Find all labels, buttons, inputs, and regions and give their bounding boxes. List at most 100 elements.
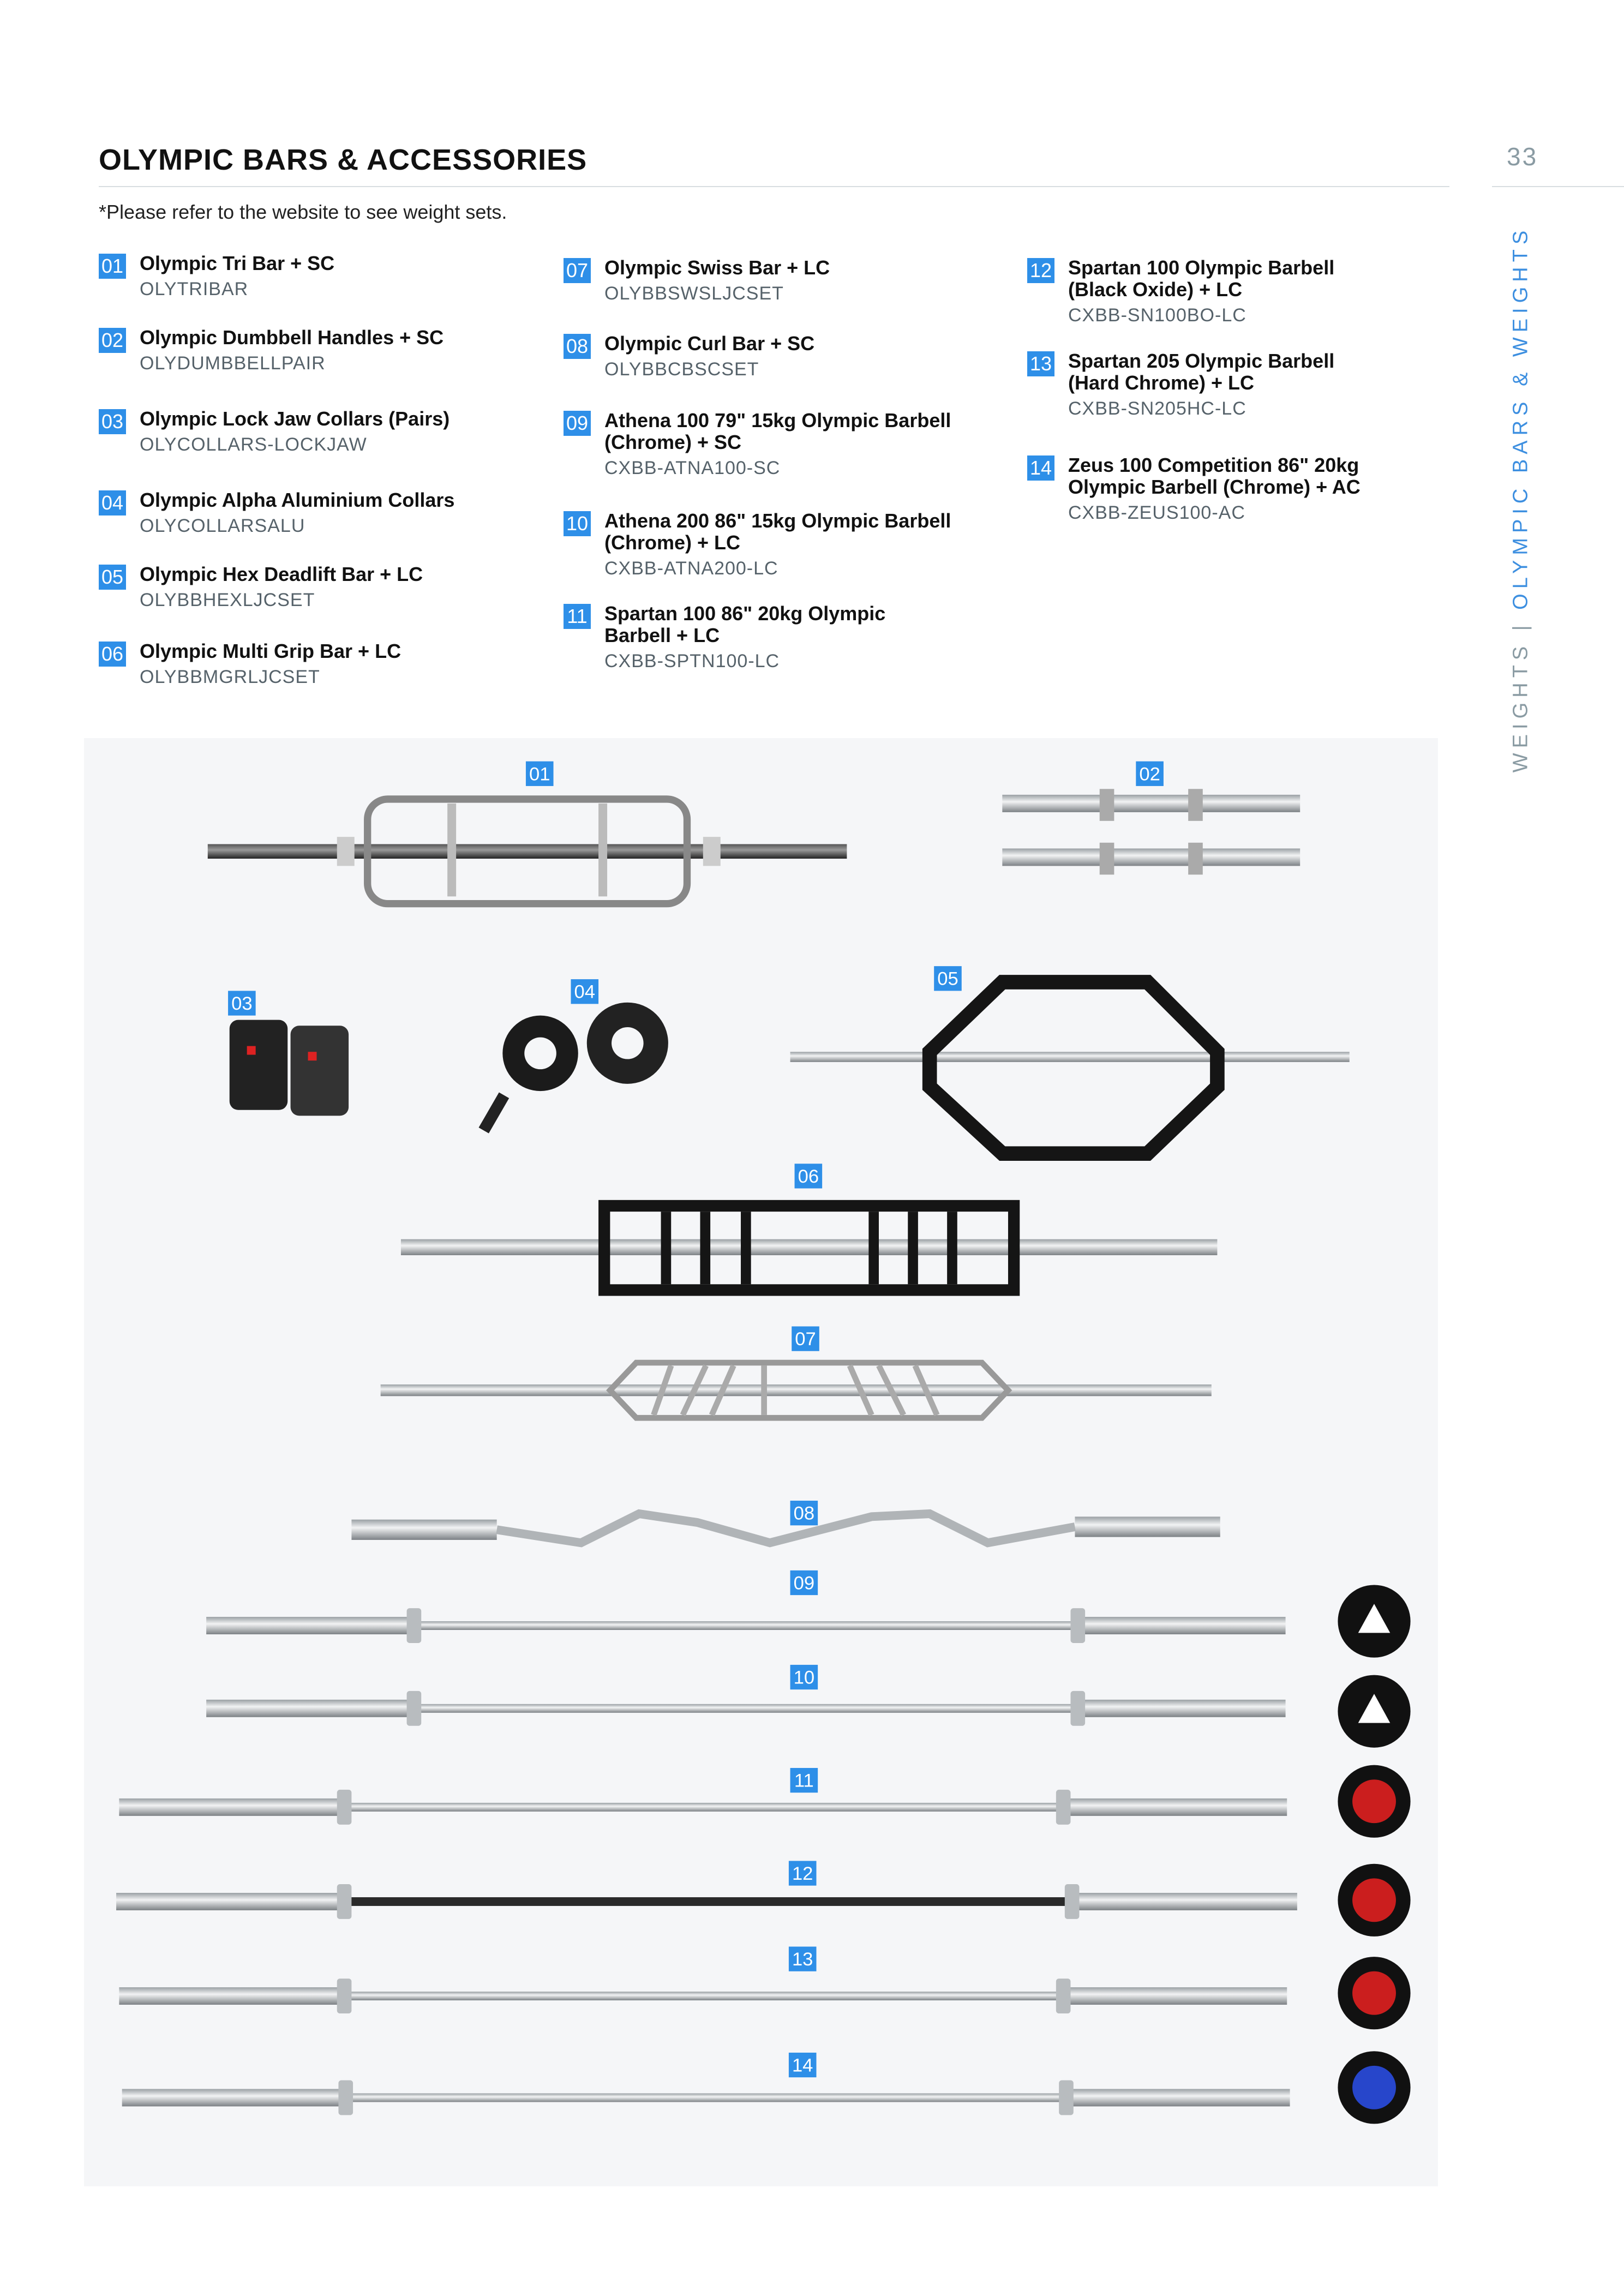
curl-bar-image	[351, 1509, 1220, 1548]
image-badge-label: 08	[794, 1503, 814, 1524]
product-code: CXBB-SN100BO-LC	[1068, 305, 1247, 326]
product-code: CXBB-SPTN100-LC	[604, 651, 780, 672]
image-badge-label: 02	[1139, 764, 1160, 784]
barbell-image-13	[119, 1979, 1287, 2013]
image-badge-10: 10	[790, 1664, 818, 1690]
barbell-image-11	[119, 1789, 1287, 1825]
image-badge-label: 03	[231, 993, 252, 1014]
image-badge-14: 14	[788, 2052, 817, 2078]
weight-sets-note: *Please refer to the website to see weig…	[99, 201, 507, 223]
item-text: Athena 100 79" 15kg Olympic Barbell (Chr…	[604, 410, 986, 479]
product-name: Olympic Curl Bar + SC	[604, 332, 815, 355]
image-badge-01: 01	[525, 761, 554, 786]
spartan-logo-icon	[1338, 1957, 1411, 2030]
product-name: Zeus 100 Competition 86" 20kg Olympic Ba…	[1068, 454, 1361, 498]
spartan-logo-icon	[1338, 1863, 1411, 1937]
item-number-badge: 04	[99, 490, 126, 515]
product-image-panel	[84, 738, 1438, 2186]
item-text: Spartan 100 86" 20kg Olympic Barbell + L…	[604, 603, 943, 672]
alpha-collars-image	[478, 1002, 668, 1134]
image-badge-label: 05	[937, 969, 958, 990]
barbell-image-12	[116, 1884, 1297, 1919]
image-badge-06: 06	[794, 1164, 823, 1189]
product-item-07: 07 Olympic Swiss Bar + LC OLYBBSWSLJCSET	[564, 257, 830, 304]
product-code: OLYCOLLARSALU	[140, 515, 305, 536]
page-title: OLYMPIC BARS & ACCESSORIES	[99, 143, 588, 176]
image-badge-label: 13	[792, 1949, 813, 1970]
image-badge-label: 12	[792, 1863, 813, 1884]
page-number-divider	[1492, 186, 1624, 187]
image-badge-label: 07	[795, 1329, 816, 1350]
item-number-badge: 01	[99, 254, 126, 279]
product-name: Athena 100 79" 15kg Olympic Barbell (Chr…	[604, 409, 951, 453]
product-code: OLYBBMGRLJCSET	[140, 667, 320, 687]
barbell-image-10	[206, 1690, 1286, 1726]
spartan-logo-icon	[1338, 1765, 1411, 1838]
product-item-02: 02 Olympic Dumbbell Handles + SC OLYDUMB…	[99, 327, 444, 374]
image-badge-05: 05	[934, 966, 962, 991]
item-text: Olympic Swiss Bar + LC OLYBBSWSLJCSET	[604, 257, 830, 304]
item-text: Spartan 205 Olympic Barbell (Hard Chrome…	[1068, 350, 1374, 419]
product-item-10: 10 Athena 200 86" 15kg Olympic Barbell (…	[564, 510, 986, 579]
athena-logo-icon	[1338, 1585, 1411, 1658]
hex-bar-image	[790, 975, 1350, 1161]
tri-bar-image	[207, 795, 847, 908]
product-name: Olympic Alpha Aluminium Collars	[140, 489, 455, 511]
item-number-badge: 13	[1027, 351, 1054, 376]
image-badge-label: 06	[798, 1166, 819, 1187]
image-badge-label: 11	[794, 1771, 814, 1791]
image-badge-04: 04	[571, 979, 599, 1004]
item-number-badge: 06	[99, 642, 126, 667]
product-item-13: 13 Spartan 205 Olympic Barbell (Hard Chr…	[1027, 350, 1374, 419]
product-item-01: 01 Olympic Tri Bar + SC OLYTRIBAR	[99, 253, 334, 300]
image-badge-02: 02	[1136, 761, 1164, 786]
item-number-badge: 03	[99, 409, 126, 434]
product-code: OLYBBCBSCSET	[604, 359, 759, 380]
product-item-09: 09 Athena 100 79" 15kg Olympic Barbell (…	[564, 410, 986, 479]
product-name: Olympic Tri Bar + SC	[140, 252, 335, 274]
image-badge-label: 09	[794, 1573, 814, 1593]
product-name: Olympic Swiss Bar + LC	[604, 256, 830, 279]
barbell-image-14	[122, 2080, 1290, 2115]
product-name: Spartan 100 86" 20kg Olympic Barbell + L…	[604, 602, 886, 646]
product-item-03: 03 Olympic Lock Jaw Collars (Pairs) OLYC…	[99, 408, 450, 455]
image-badge-label: 10	[794, 1668, 814, 1688]
product-item-05: 05 Olympic Hex Deadlift Bar + LC OLYBBHE…	[99, 563, 423, 611]
item-text: Olympic Alpha Aluminium Collars OLYCOLLA…	[140, 489, 454, 537]
item-text: Athena 200 86" 15kg Olympic Barbell (Chr…	[604, 510, 986, 579]
product-code: CXBB-ZEUS100-AC	[1068, 502, 1245, 523]
item-text: Olympic Tri Bar + SC OLYTRIBAR	[140, 253, 334, 300]
image-badge-03: 03	[228, 991, 256, 1016]
item-number-badge: 02	[99, 328, 126, 353]
item-number-badge: 14	[1027, 455, 1054, 481]
image-badge-09: 09	[790, 1570, 818, 1596]
page-number: 33	[1507, 142, 1538, 171]
product-code: OLYTRIBAR	[140, 279, 249, 299]
product-code: CXBB-ATNA200-LC	[604, 558, 778, 579]
zeus-logo-icon	[1338, 2051, 1411, 2124]
product-code: OLYBBHEXLJCSET	[140, 590, 315, 610]
product-code: OLYCOLLARS-LOCKJAW	[140, 434, 367, 455]
item-text: Spartan 100 Olympic Barbell (Black Oxide…	[1068, 257, 1374, 326]
product-item-06: 06 Olympic Multi Grip Bar + LC OLYBBMGRL…	[99, 640, 401, 688]
product-item-14: 14 Zeus 100 Competition 86" 20kg Olympic…	[1027, 454, 1406, 524]
product-item-04: 04 Olympic Alpha Aluminium Collars OLYCO…	[99, 489, 454, 537]
barbell-image-09	[206, 1608, 1286, 1643]
item-text: Zeus 100 Competition 86" 20kg Olympic Ba…	[1068, 454, 1406, 524]
product-name: Spartan 205 Olympic Barbell (Hard Chrome…	[1068, 350, 1335, 394]
image-badge-11: 11	[790, 1767, 818, 1793]
lock-jaw-collars-image	[229, 1020, 349, 1116]
product-code: CXBB-ATNA100-SC	[604, 458, 781, 478]
image-badge-13: 13	[788, 1946, 817, 1971]
product-item-11: 11 Spartan 100 86" 20kg Olympic Barbell …	[564, 603, 943, 672]
item-number-badge: 07	[564, 258, 591, 283]
product-code: OLYBBSWSLJCSET	[604, 283, 784, 304]
item-text: Olympic Curl Bar + SC OLYBBCBSCSET	[604, 333, 814, 380]
product-name: Athena 200 86" 15kg Olympic Barbell (Chr…	[604, 509, 951, 554]
image-badge-label: 14	[792, 2055, 813, 2076]
athena-logo-icon	[1338, 1675, 1411, 1748]
item-number-badge: 11	[564, 604, 591, 629]
image-badge-label: 01	[529, 764, 550, 784]
item-number-badge: 08	[564, 334, 591, 359]
